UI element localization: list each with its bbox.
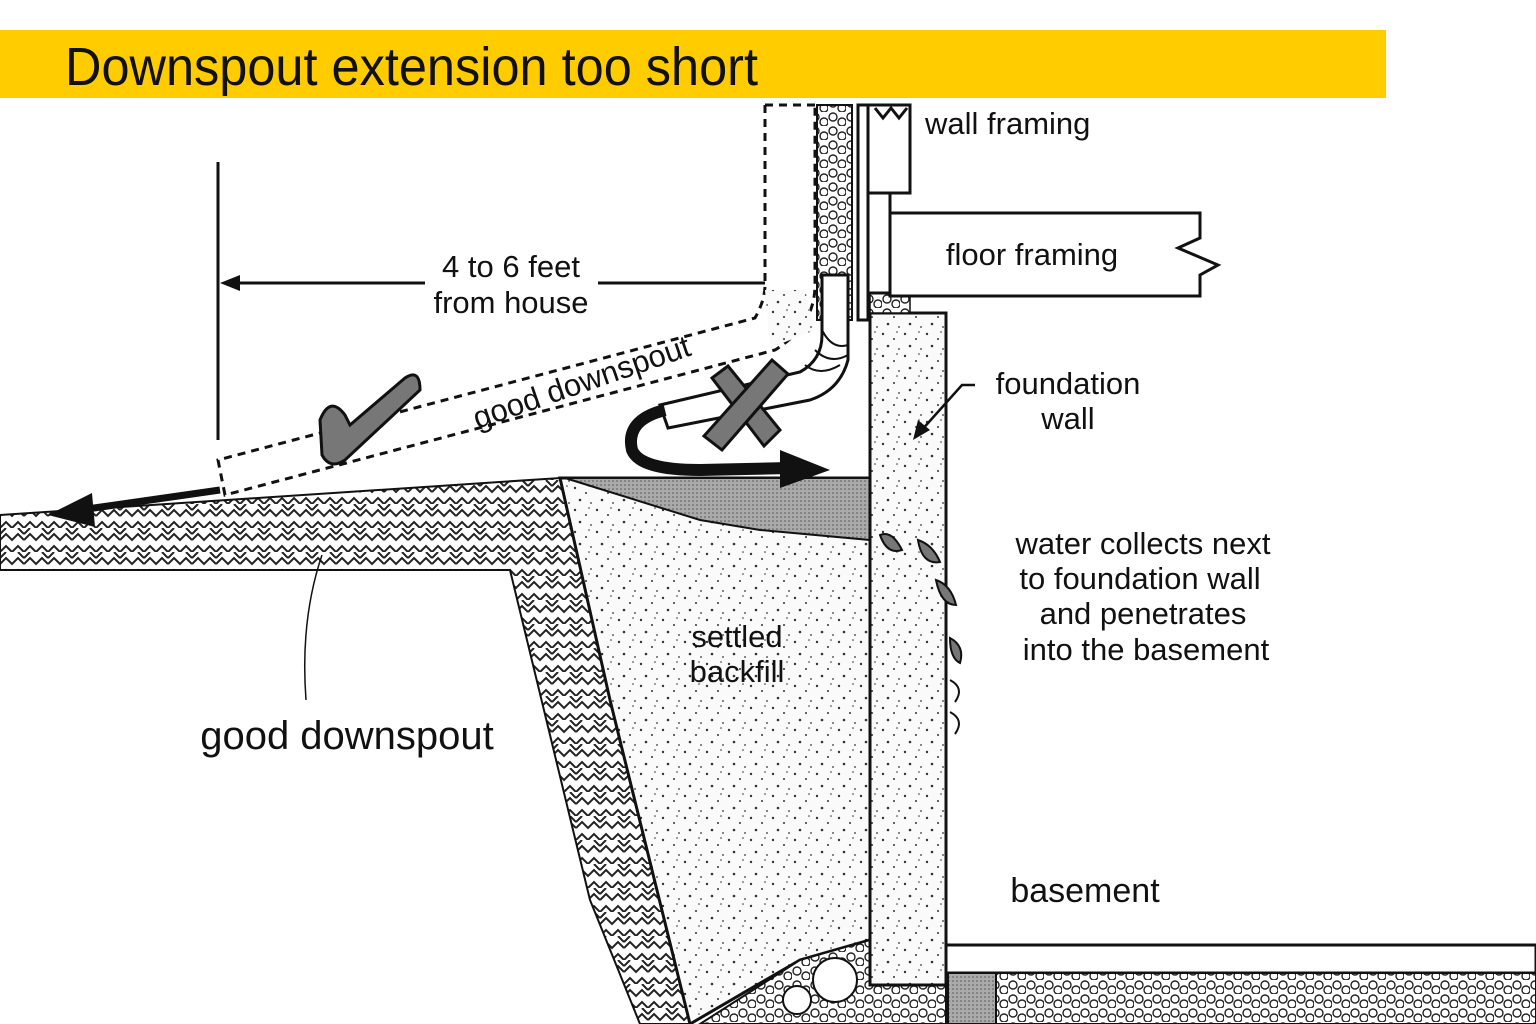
floor-framing-label: floor framing bbox=[946, 237, 1118, 272]
bad-flow-arrow bbox=[625, 404, 791, 477]
foundation-label-line2: wall bbox=[1040, 401, 1094, 436]
backfill-label-line2: backfill bbox=[690, 654, 785, 689]
x-mark-icon bbox=[701, 357, 791, 453]
short-downspout bbox=[658, 273, 850, 430]
foundation-wall bbox=[868, 311, 948, 987]
pipe-label: good downspout bbox=[468, 328, 695, 435]
distance-label-line2: from house bbox=[433, 285, 588, 320]
water-label-line1: water collects next bbox=[1015, 526, 1271, 561]
good-flow-arrow bbox=[79, 486, 221, 514]
backfill-label-line1: settled bbox=[691, 619, 782, 654]
checkmark-icon bbox=[318, 373, 422, 466]
wall-framing-label: wall framing bbox=[924, 106, 1090, 141]
basement-label: basement bbox=[1010, 872, 1160, 910]
good-downspout-dashed bbox=[216, 103, 817, 497]
water-drops bbox=[878, 533, 963, 735]
basement-gravel bbox=[945, 972, 1536, 1024]
water-label-line2: to foundation wall bbox=[1019, 561, 1260, 596]
title-banner bbox=[0, 30, 1386, 98]
distance-label-line1: 4 to 6 feet bbox=[442, 249, 580, 284]
ground-label: good downspout bbox=[200, 714, 494, 758]
foundation-label-line1: foundation bbox=[996, 366, 1141, 401]
title: Downspout extension too short bbox=[65, 37, 758, 97]
floor-framing bbox=[888, 211, 1222, 298]
pooled-water bbox=[564, 477, 871, 542]
basement-slab bbox=[944, 943, 1536, 975]
water-label-line4: into the basement bbox=[1023, 632, 1270, 667]
water-label-line3: and penetrates bbox=[1040, 596, 1247, 631]
